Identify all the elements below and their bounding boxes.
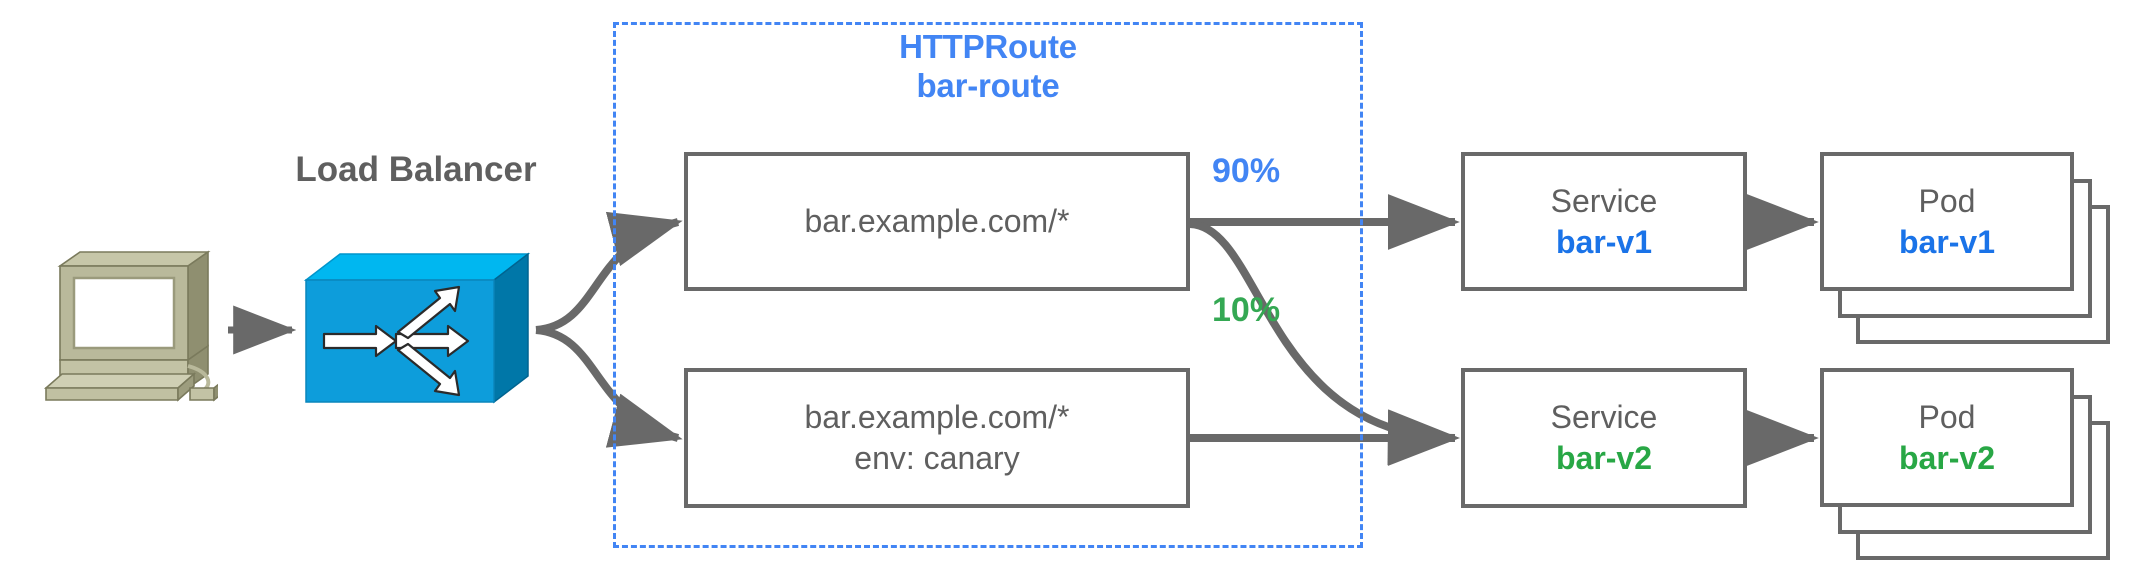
pod-bar-v1-kind: Pod <box>1918 182 1976 219</box>
service-bar-v1-name: bar-v1 <box>1555 223 1653 260</box>
pod-bar-v2[interactable]: Pod bar-v2 <box>1820 368 2074 507</box>
service-bar-v2-kind: Service <box>1550 399 1658 436</box>
pod-bar-v1[interactable]: Pod bar-v1 <box>1820 152 2074 291</box>
pod-bar-v2-name: bar-v2 <box>1898 439 1996 476</box>
weight-label-90: 90% <box>1212 152 1281 190</box>
desktop-computer-icon <box>43 250 218 402</box>
load-balancer-label: Load Balancer <box>295 150 537 189</box>
weight-label-10: 10% <box>1212 291 1281 329</box>
pod-stack-bar-v1[interactable]: Pod bar-v1 <box>1820 152 2110 344</box>
httproute-kind-label: HTTPRoute <box>899 28 1077 65</box>
httproute-group-title: HTTPRoute bar-route <box>613 28 1363 106</box>
route-rule-primary-match: bar.example.com/* <box>804 203 1070 240</box>
httproute-group-boundary <box>613 22 1363 548</box>
pod-bar-v2-kind: Pod <box>1918 398 1976 435</box>
service-bar-v1[interactable]: Service bar-v1 <box>1461 152 1747 291</box>
httproute-name-label: bar-route <box>916 66 1060 104</box>
pod-bar-v1-name: bar-v1 <box>1898 223 1996 260</box>
route-rule-canary[interactable]: bar.example.com/* env: canary <box>684 368 1190 508</box>
pod-stack-bar-v2[interactable]: Pod bar-v2 <box>1820 368 2110 560</box>
service-bar-v2[interactable]: Service bar-v2 <box>1461 368 1747 508</box>
load-balancer-switch-icon <box>303 252 531 404</box>
service-bar-v1-kind: Service <box>1550 182 1658 219</box>
service-bar-v2-name: bar-v2 <box>1555 440 1653 476</box>
route-rule-canary-header: env: canary <box>854 440 1020 476</box>
route-rule-canary-match: bar.example.com/* <box>804 399 1070 436</box>
route-rule-primary[interactable]: bar.example.com/* <box>684 152 1190 291</box>
